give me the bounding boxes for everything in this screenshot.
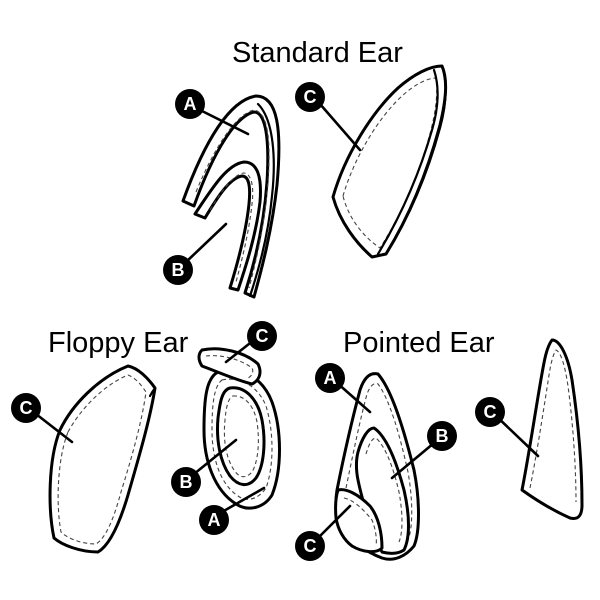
standard-piece-a-stitch <box>195 109 270 289</box>
badge-pointed-c-bottom: C <box>295 531 325 561</box>
badge-label: B <box>172 260 185 280</box>
floppy-top-flap <box>197 347 262 386</box>
standard-ear-folded-piece <box>181 94 281 299</box>
leader-floppy-b <box>192 438 238 476</box>
leader-standard-a <box>198 108 250 136</box>
badge-pointed-a: A <box>315 363 345 393</box>
pointed-piece-c-right-shape <box>520 338 584 520</box>
badge-circle <box>11 393 41 423</box>
badge-label: B <box>436 426 449 446</box>
standard-ear-flat-piece <box>331 64 448 259</box>
floppy-piece-c-shape <box>48 364 157 554</box>
badge-circle <box>475 397 505 427</box>
badge-circle <box>427 421 457 451</box>
pointed-piece-b-inner <box>355 426 410 555</box>
standard-piece-c-edge-inner <box>376 68 439 256</box>
standard-piece-c-edge <box>384 64 447 256</box>
badge-circle <box>247 321 277 351</box>
floppy-top-flap-stitch <box>205 355 254 379</box>
pointed-piece-c-flap-stitch <box>343 497 377 547</box>
standard-piece-a-shape <box>181 94 281 299</box>
title-standard-ear: Standard Ear <box>232 37 403 69</box>
pointed-ear-flat-piece <box>520 338 584 520</box>
standard-piece-c-stitch <box>342 77 438 249</box>
badge-floppy-a: A <box>199 505 229 535</box>
pointed-piece-c-right-stitch <box>529 349 577 503</box>
badge-circle <box>175 89 205 119</box>
floppy-piece-c-edge <box>148 386 157 398</box>
badge-standard-b: B <box>163 255 193 285</box>
leader-floppy-a <box>220 486 266 514</box>
standard-piece-b-shape <box>193 160 262 292</box>
badge-pointed-b: B <box>427 421 457 451</box>
badge-standard-c: C <box>295 82 325 112</box>
title-pointed-ear: Pointed Ear <box>343 327 495 359</box>
floppy-ear-loop-piece <box>197 347 281 510</box>
standard-fold-line <box>248 102 275 298</box>
leader-floppy-c-left <box>34 412 74 444</box>
pointed-piece-b-stitch <box>365 437 403 543</box>
badge-circle <box>163 255 193 285</box>
badge-label: B <box>180 472 193 492</box>
badge-pointed-c-right: C <box>475 397 505 427</box>
floppy-ear-flat-piece <box>48 364 157 554</box>
badge-label: A <box>324 368 337 388</box>
floppy-piece-c-stitch <box>57 374 147 545</box>
badge-standard-a: A <box>175 89 205 119</box>
badge-circle <box>171 467 201 497</box>
badge-circle <box>199 505 229 535</box>
floppy-piece-a-stitch <box>211 378 273 500</box>
badge-circle <box>315 363 345 393</box>
leader-standard-b <box>184 222 228 264</box>
badge-floppy-c-top: C <box>247 321 277 351</box>
badge-circle <box>295 82 325 112</box>
pointed-piece-a-stitch <box>345 382 413 541</box>
floppy-piece-b-stitch <box>223 395 259 478</box>
title-floppy-ear: Floppy Ear <box>48 327 189 359</box>
badge-label: C <box>484 402 497 422</box>
badge-circle <box>295 531 325 561</box>
badge-floppy-b: B <box>171 467 201 497</box>
badge-label: C <box>20 398 33 418</box>
pointed-piece-c-flap <box>334 488 384 554</box>
badge-label: A <box>208 510 221 530</box>
pointed-ear-folded-piece <box>334 372 420 561</box>
badge-label: C <box>304 87 317 107</box>
badge-label: C <box>256 326 269 346</box>
badge-floppy-c-left: C <box>11 393 41 423</box>
badge-label: C <box>304 536 317 556</box>
badge-label: A <box>184 94 197 114</box>
leader-standard-c <box>318 102 362 152</box>
